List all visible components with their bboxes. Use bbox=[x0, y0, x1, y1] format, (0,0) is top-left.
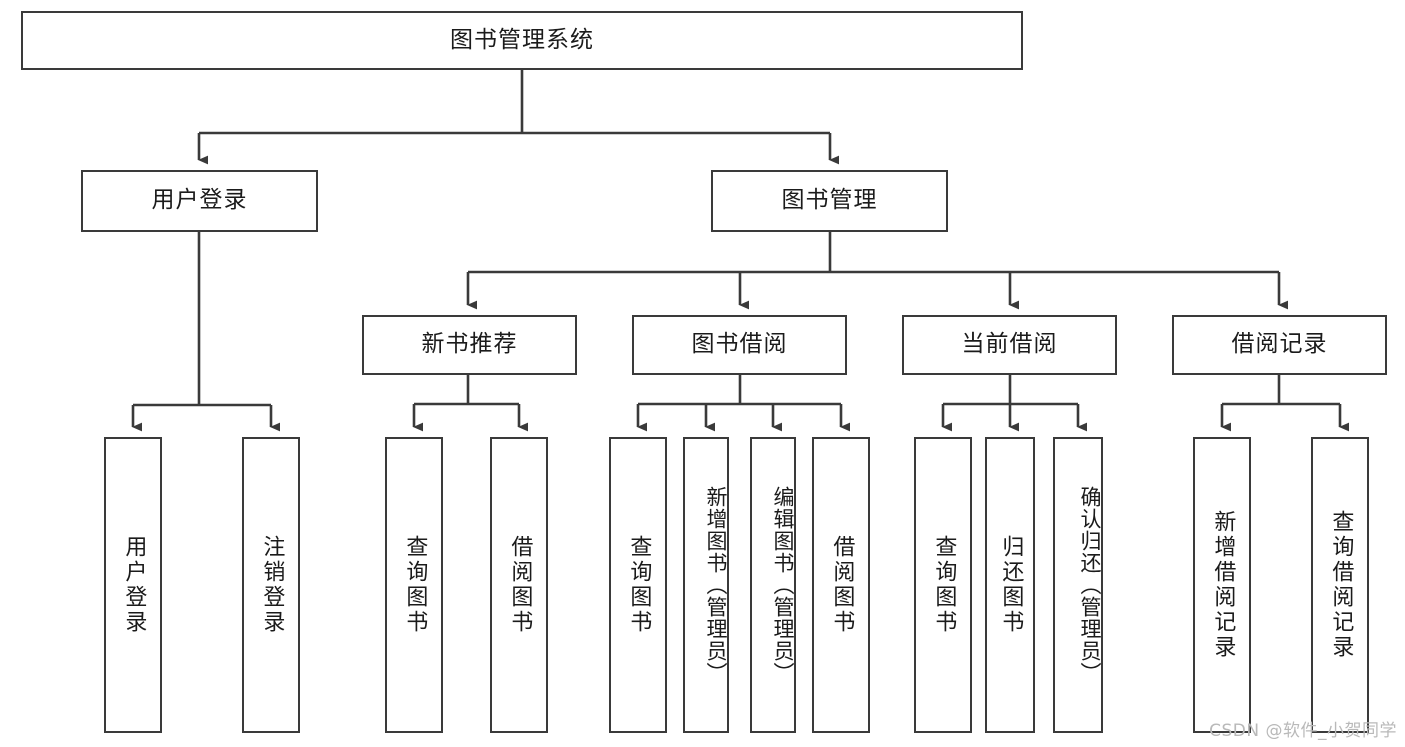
leaf-current-borrow-query[interactable]: 查询图书 bbox=[914, 437, 972, 733]
node-root-system[interactable]: 图书管理系统 bbox=[21, 11, 1023, 70]
leaf-user-login-login[interactable]: 用户登录 bbox=[104, 437, 162, 733]
leaf-book-borrow-edit[interactable]: 编辑图书（管理员） bbox=[750, 437, 796, 733]
node-book-management[interactable]: 图书管理 bbox=[711, 170, 948, 232]
leaf-book-borrow-add[interactable]: 新增图书（管理员） bbox=[683, 437, 729, 733]
node-label: 图书管理 bbox=[781, 187, 878, 214]
node-new-book-recommend[interactable]: 新书推荐 bbox=[362, 315, 577, 375]
watermark-text: CSDN @软件_小贺同学 bbox=[1209, 721, 1397, 741]
node-user-login[interactable]: 用户登录 bbox=[81, 170, 318, 232]
leaf-user-login-logout[interactable]: 注销登录 bbox=[242, 437, 300, 733]
leaf-new-book-borrow[interactable]: 借阅图书 bbox=[490, 437, 548, 733]
node-label: 查询图书 bbox=[626, 535, 652, 635]
node-borrow-record[interactable]: 借阅记录 bbox=[1172, 315, 1387, 375]
leaf-current-borrow-confirm[interactable]: 确认归还（管理员） bbox=[1053, 437, 1103, 733]
node-label: 新增图书（管理员） bbox=[704, 486, 728, 684]
leaf-borrow-record-add[interactable]: 新增借阅记录 bbox=[1193, 437, 1251, 733]
node-label: 编辑图书（管理员） bbox=[771, 486, 795, 684]
node-label: 确认归还（管理员） bbox=[1078, 486, 1102, 684]
node-label: 当前借阅 bbox=[961, 331, 1058, 358]
node-label: 查询图书 bbox=[931, 535, 957, 635]
leaf-book-borrow-query[interactable]: 查询图书 bbox=[609, 437, 667, 733]
node-label: 新书推荐 bbox=[421, 331, 518, 358]
leaf-new-book-query[interactable]: 查询图书 bbox=[385, 437, 443, 733]
node-label: 图书管理系统 bbox=[450, 26, 594, 53]
node-label: 用户登录 bbox=[121, 535, 147, 635]
node-current-borrow[interactable]: 当前借阅 bbox=[902, 315, 1117, 375]
node-label: 新增借阅记录 bbox=[1210, 510, 1236, 660]
node-label: 查询图书 bbox=[402, 535, 428, 635]
leaf-book-borrow-borrow[interactable]: 借阅图书 bbox=[812, 437, 870, 733]
node-label: 借阅图书 bbox=[829, 535, 855, 635]
node-book-borrow[interactable]: 图书借阅 bbox=[632, 315, 847, 375]
node-label: 借阅图书 bbox=[507, 535, 533, 635]
leaf-borrow-record-query[interactable]: 查询借阅记录 bbox=[1311, 437, 1369, 733]
node-label: 查询借阅记录 bbox=[1328, 510, 1354, 660]
node-label: 用户登录 bbox=[151, 187, 248, 214]
leaf-current-borrow-return[interactable]: 归还图书 bbox=[985, 437, 1035, 733]
node-label: 图书借阅 bbox=[691, 331, 788, 358]
node-label: 借阅记录 bbox=[1231, 331, 1328, 358]
node-label: 归还图书 bbox=[998, 535, 1024, 635]
node-label: 注销登录 bbox=[259, 535, 285, 635]
